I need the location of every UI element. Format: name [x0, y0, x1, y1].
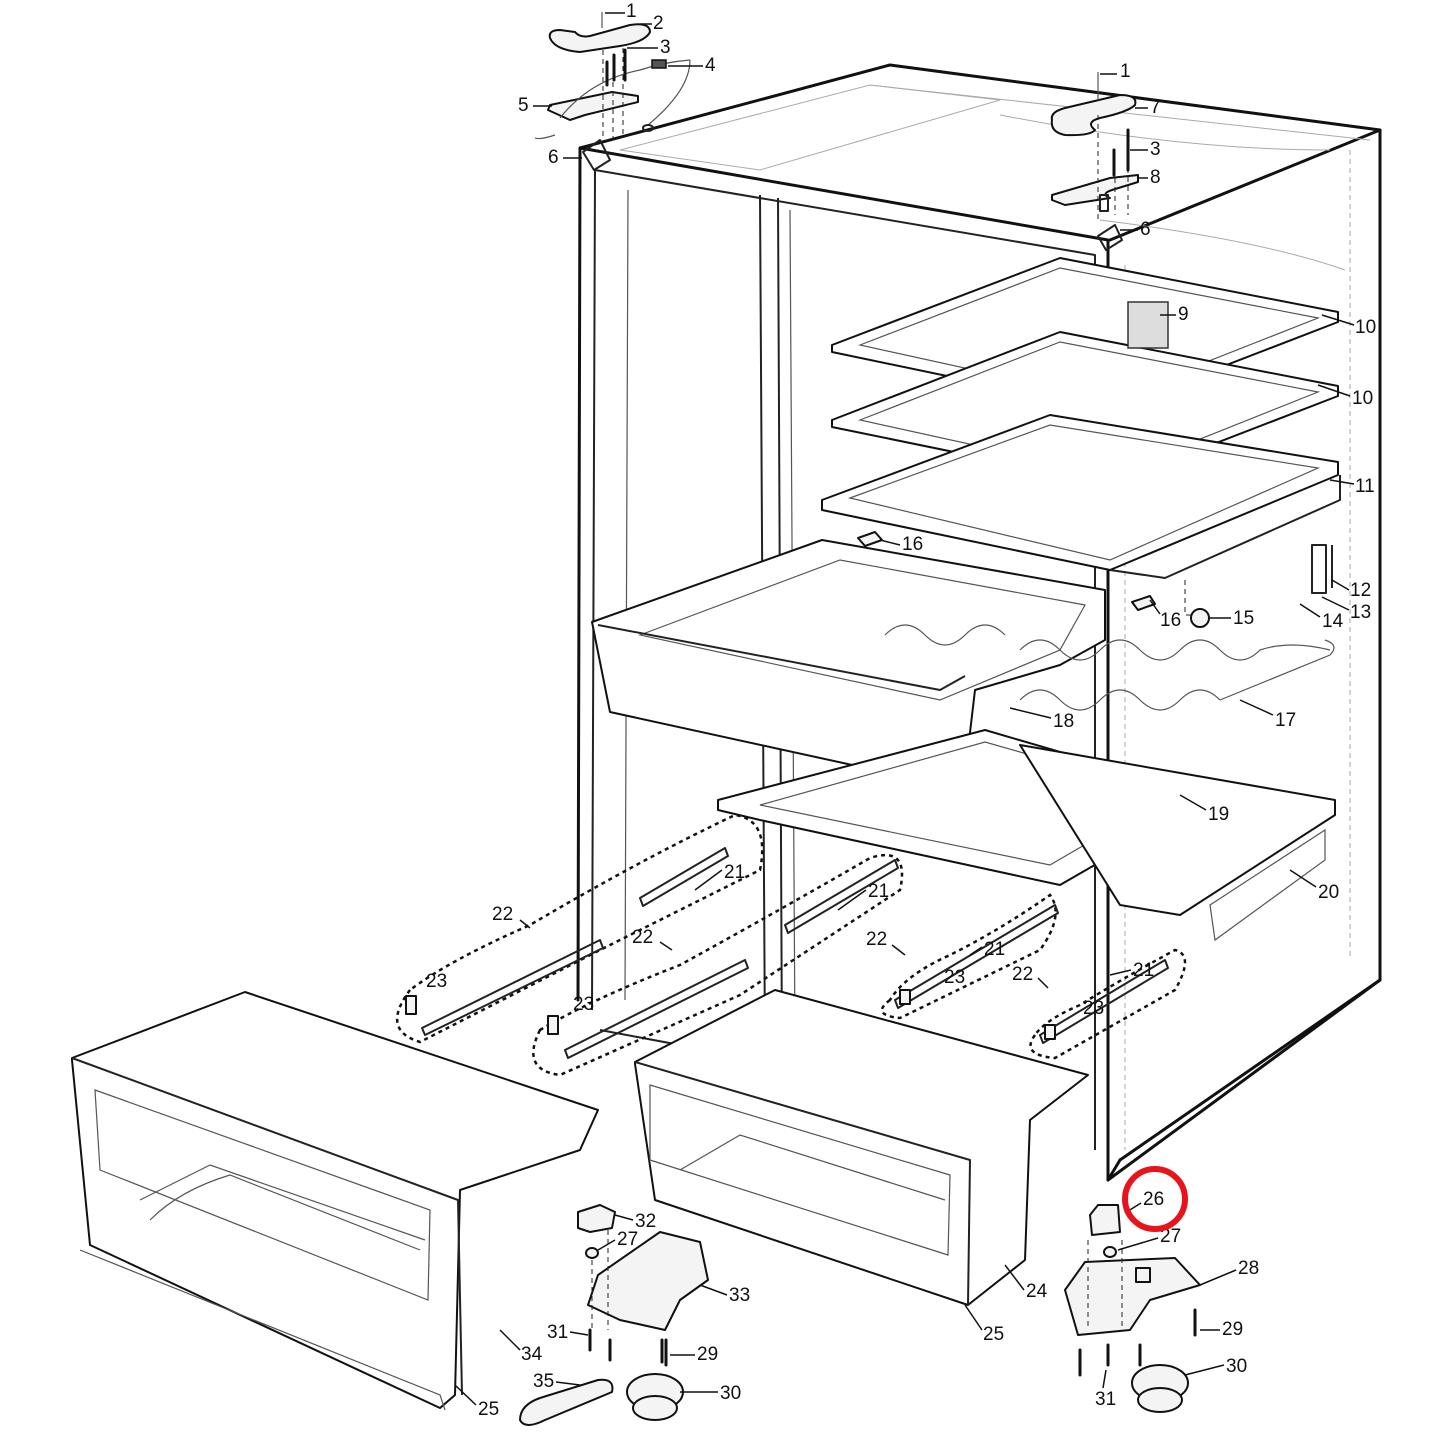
part-label: 34 — [521, 1344, 543, 1365]
slide-rail-assemblies — [395, 813, 1187, 1077]
part-label: 9 — [1178, 304, 1189, 325]
part-label: 19 — [1208, 804, 1230, 825]
part-label: 11 — [1355, 476, 1375, 497]
part-label: 20 — [1318, 882, 1340, 903]
part-label: 18 — [1053, 711, 1075, 732]
part-label: 22 — [866, 929, 888, 950]
part-label: 32 — [635, 1211, 657, 1232]
part-label: 21 — [984, 939, 1006, 960]
part-label: 23 — [573, 994, 595, 1015]
part-label: 24 — [1026, 1281, 1048, 1302]
part-label: 21 — [868, 881, 890, 902]
filter-pad — [1127, 301, 1169, 349]
part-label: 23 — [426, 971, 448, 992]
part-label: 10 — [1355, 317, 1377, 338]
part-label: 22 — [492, 904, 514, 925]
part-label: 4 — [705, 55, 716, 76]
part-label: 13 — [1350, 602, 1372, 623]
top-right-hinge-assembly — [1050, 72, 1139, 220]
part-label: 29 — [697, 1344, 719, 1365]
leader-lines — [454, 12, 1355, 1406]
part-label: 5 — [518, 95, 529, 116]
part-label: 14 — [1322, 611, 1344, 632]
part-label: 3 — [1150, 139, 1161, 160]
top-left-hinge-assembly — [534, 12, 691, 140]
part-label: 16 — [902, 534, 924, 555]
part-label: 21 — [724, 862, 746, 883]
part-label: 31 — [547, 1322, 569, 1343]
part-label: 23 — [1083, 998, 1105, 1019]
part-label: 29 — [1222, 1319, 1244, 1340]
bottom-left-hinge-assembly — [519, 1204, 709, 1426]
hinge-pin-bushing-26 — [1089, 1204, 1121, 1236]
part-label: 17 — [1275, 710, 1297, 731]
part-label: 30 — [1226, 1356, 1248, 1377]
part-label: 35 — [533, 1371, 555, 1392]
part-label: 2 — [653, 13, 664, 34]
part-label: 7 — [1150, 97, 1161, 118]
part-label: 25 — [478, 1399, 500, 1420]
part-label: 22 — [632, 927, 654, 948]
drawer-and-wine-rack — [591, 539, 1335, 783]
highlight-circle-part-26 — [1122, 1166, 1188, 1232]
part-label: 25 — [983, 1324, 1005, 1345]
part-label: 33 — [729, 1285, 751, 1306]
glass-shelves — [821, 257, 1341, 579]
part-label: 27 — [1160, 1226, 1182, 1247]
crisper-covers — [717, 729, 1336, 942]
part-label: 30 — [720, 1383, 742, 1404]
part-label: 10 — [1352, 388, 1374, 409]
part-label: 31 — [1095, 1389, 1117, 1410]
part-label: 21 — [1133, 960, 1155, 981]
part-label: 1 — [1120, 61, 1131, 82]
part-label: 28 — [1238, 1258, 1260, 1279]
part-label: 6 — [548, 147, 559, 168]
part-label: 27 — [617, 1229, 639, 1250]
left-crisper-drawer — [71, 991, 599, 1411]
part-label: 15 — [1233, 608, 1255, 629]
part-label: 1 — [626, 1, 637, 22]
part-label: 23 — [944, 967, 966, 988]
bottom-right-hinge-assembly — [1064, 1204, 1201, 1413]
part-label: 6 — [1140, 219, 1151, 240]
part-label: 16 — [1160, 610, 1182, 631]
part-label: 3 — [660, 37, 671, 58]
right-crisper-drawer — [634, 989, 1089, 1306]
part-label: 8 — [1150, 167, 1161, 188]
part-label: 22 — [1012, 964, 1034, 985]
part-label: 12 — [1350, 580, 1372, 601]
